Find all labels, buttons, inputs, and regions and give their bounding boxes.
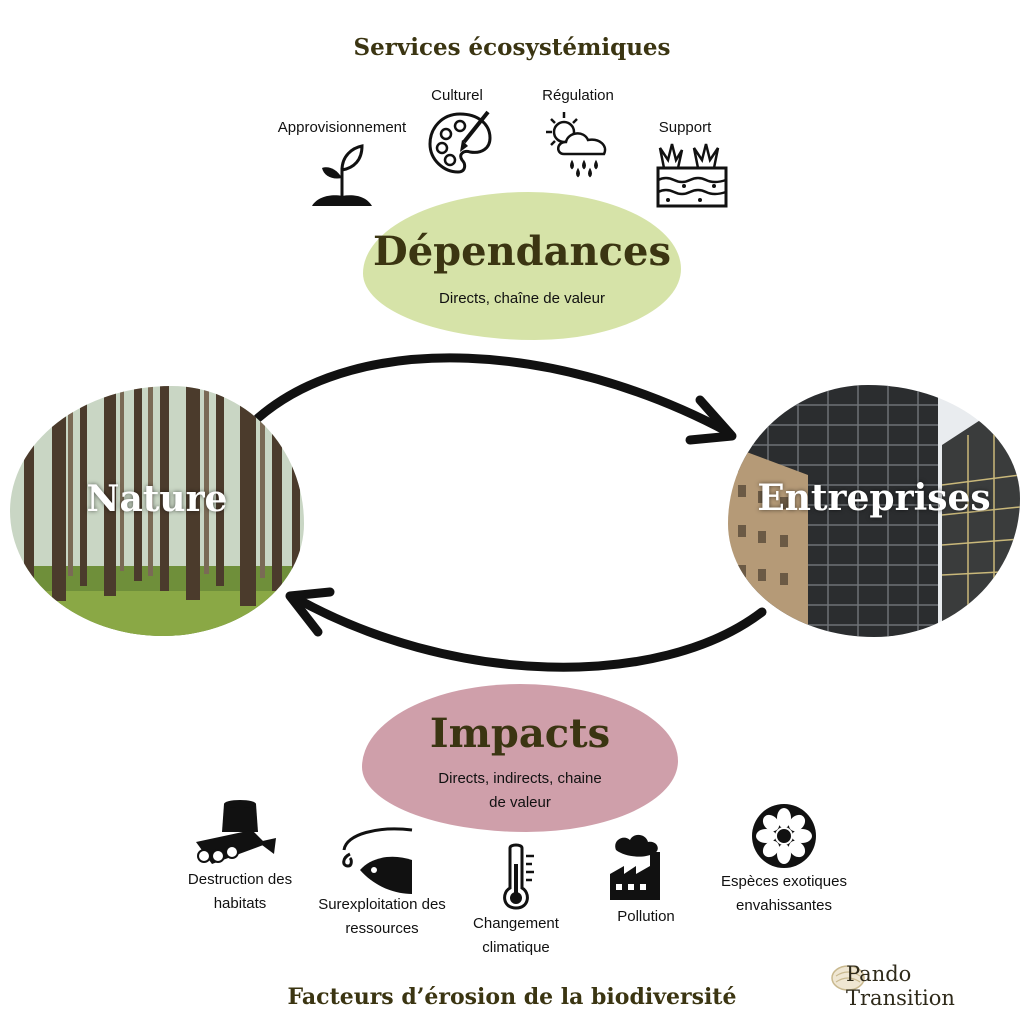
services-title: Services écosystémiques (353, 34, 671, 61)
factor-surexploitation-line2: ressources (345, 920, 419, 937)
impacts-title: Impacts (429, 710, 611, 757)
factor-label-especes: Espèces exotiques envahissantes (704, 870, 864, 918)
pando-logo-mark (831, 965, 865, 991)
factor-label-destruction: Destruction des habitats (170, 868, 310, 916)
service-label-culturel: Culturel (431, 87, 483, 104)
dependances-title: Dépendances (373, 228, 671, 275)
impacts-subtitle-line1: Directs, indirects, chaine (438, 770, 602, 787)
logo-text: Pando Transition (846, 962, 955, 1010)
factor-label-surexploitation: Surexploitation des ressources (302, 893, 462, 941)
service-label-regulation: Régulation (542, 87, 614, 104)
nature-photo: Nature (10, 386, 304, 636)
dependances-bubble: Dépendances Directs, chaîne de valeur (363, 192, 681, 340)
service-label-support: Support (658, 119, 712, 136)
entreprises-photo: Entreprises (728, 385, 1020, 637)
factor-destruction-line2: habitats (213, 895, 267, 912)
service-label-approvisionnement: Approvisionnement (277, 119, 407, 136)
factor-destruction-line1: Destruction des (187, 871, 293, 888)
sprout-icon (312, 144, 372, 206)
impacts-subtitle-line2: de valeur (489, 794, 551, 811)
bulldozer-stump-icon (196, 800, 276, 864)
fishing-hook-fish-icon (342, 827, 413, 894)
factor-label-changement: Changement climatique (456, 912, 576, 960)
thermometer-icon (503, 843, 534, 910)
nature-label: Nature (86, 478, 228, 520)
soil-layers-icon (656, 143, 728, 208)
entreprises-label: Entreprises (757, 477, 991, 519)
factor-surexploitation-line1: Surexploitation des (318, 896, 446, 913)
factor-changement-line2: climatique (482, 939, 550, 956)
dependances-subtitle: Directs, chaîne de valeur (439, 290, 605, 307)
factory-icon (610, 834, 660, 900)
arrow-to-nature (287, 591, 767, 672)
factors-title: Facteurs d’érosion de la biodiversité (287, 984, 737, 1010)
impacts-bubble: Impacts Directs, indirects, chaine de va… (362, 684, 678, 832)
factor-changement-line1: Changement (473, 915, 559, 932)
factor-label-pollution: Pollution (596, 905, 696, 929)
factor-especes-line2: envahissantes (736, 897, 832, 914)
arrow-to-entreprises (253, 353, 733, 437)
sun-rain-cloud-icon (546, 112, 607, 178)
factor-pollution-line1: Pollution (617, 908, 675, 925)
factor-especes-line1: Espèces exotiques (721, 873, 847, 890)
flower-circle-icon (752, 804, 816, 868)
palette-icon (428, 110, 492, 174)
